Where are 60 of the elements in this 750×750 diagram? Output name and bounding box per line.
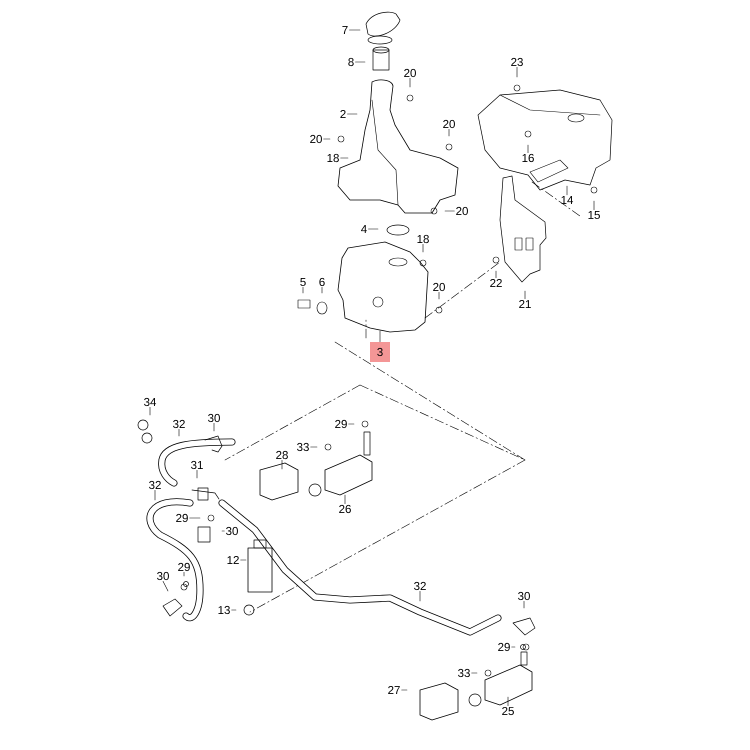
callout-number: 30 (208, 414, 220, 422)
callout-number: 20 (404, 68, 416, 78)
leader-line (448, 128, 450, 136)
callout-number: 2 (340, 110, 346, 118)
highlighted-callout-number: 3 (370, 342, 390, 362)
leader-line (511, 646, 516, 648)
leader-line (222, 530, 225, 532)
callout-number: 27 (388, 686, 400, 694)
callout-number: 13 (218, 606, 230, 614)
callout-number: 18 (327, 154, 339, 162)
callout-number: 7 (342, 26, 348, 34)
leader-line (154, 490, 156, 500)
callout-number: 26 (339, 504, 351, 514)
callout-number: 20 (433, 282, 445, 292)
leader-line (310, 446, 318, 448)
callout-number: 29 (178, 562, 190, 572)
callout-number: 16 (522, 154, 534, 162)
leader-line (196, 470, 198, 478)
leader-line (566, 186, 568, 196)
callout-number: 25 (502, 706, 514, 716)
callout-number: 29 (498, 642, 510, 652)
callout-number: 32 (149, 480, 161, 490)
callout-number: 29 (176, 514, 188, 522)
callout-number: 32 (414, 582, 426, 590)
callout-number: 23 (511, 58, 523, 66)
callout-number: 21 (519, 300, 531, 308)
callout-number: 33 (297, 442, 309, 452)
leader-line (368, 228, 378, 230)
callout-number: 20 (456, 206, 468, 216)
callout-number: 34 (144, 398, 156, 406)
leader-line (444, 210, 455, 212)
callout-number: 30 (157, 572, 169, 580)
callout-number: 28 (276, 450, 288, 460)
callout-number: 14 (562, 196, 574, 204)
leader-line (323, 138, 330, 140)
callout-number: 30 (226, 526, 238, 536)
leader-line (516, 66, 518, 78)
leader-line (344, 494, 346, 504)
callout-number: 18 (417, 234, 429, 244)
callout-number: 20 (443, 120, 455, 128)
leader-line (162, 580, 168, 592)
callout-number: 31 (191, 460, 203, 470)
callout-number: 20 (310, 134, 322, 144)
callout-number: 6 (319, 278, 325, 286)
callout-number: 8 (348, 58, 354, 66)
callout-number: 4 (361, 225, 367, 233)
callout-number: 33 (458, 668, 470, 678)
callout-number: 15 (588, 211, 600, 220)
callout-number: 32 (173, 420, 185, 428)
leader-line (178, 428, 180, 436)
leader-line (471, 672, 478, 674)
leader-line (438, 292, 440, 300)
callout-number: 12 (227, 556, 239, 564)
callout-number: 29 (335, 420, 347, 428)
leader-line (422, 244, 424, 252)
callout-number: 30 (518, 592, 530, 600)
leader-line (524, 290, 526, 300)
callout-number: 5 (300, 278, 306, 286)
callout-number: 22 (490, 279, 502, 288)
leader-line (302, 286, 304, 294)
